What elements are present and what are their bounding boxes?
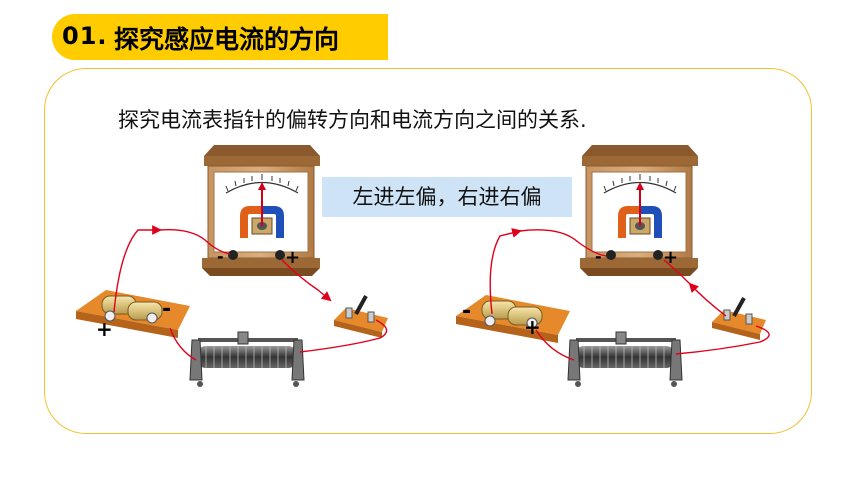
wire-right (489, 228, 770, 361)
rheostat-left (189, 331, 305, 387)
switch-lever-icon (354, 295, 368, 315)
ammeter-left-plus: + (285, 247, 300, 268)
battery-left (76, 290, 190, 338)
rheostat-right (567, 331, 683, 387)
magnet-icon (240, 206, 262, 238)
switch-right (712, 297, 766, 340)
ammeter-left-minus: - (217, 247, 224, 266)
title-banner (52, 14, 388, 60)
battery-right-plus: + (524, 315, 541, 339)
section-number: 01. (62, 22, 108, 50)
switch-lever-icon (732, 297, 746, 317)
section-title: 探究感应电流的方向 (114, 25, 340, 54)
coil-icon (574, 346, 676, 368)
magnet-icon (618, 206, 640, 238)
conclusion-note: 左进左偏，右进右偏 (322, 177, 572, 217)
coil-icon (196, 346, 298, 368)
wire-left (113, 225, 388, 361)
battery-right (456, 295, 570, 343)
description-text: 探究电流表指针的偏转方向和电流方向之间的关系. (118, 108, 587, 132)
ammeter-right (580, 145, 698, 276)
ammeter-right-minus: - (595, 247, 602, 266)
battery-left-plus: + (96, 317, 113, 341)
switch-left (334, 295, 388, 338)
content-panel (44, 68, 812, 434)
ammeter-left (202, 145, 320, 276)
battery-left-minus: - (162, 297, 171, 322)
battery-right-minus: - (462, 299, 471, 324)
